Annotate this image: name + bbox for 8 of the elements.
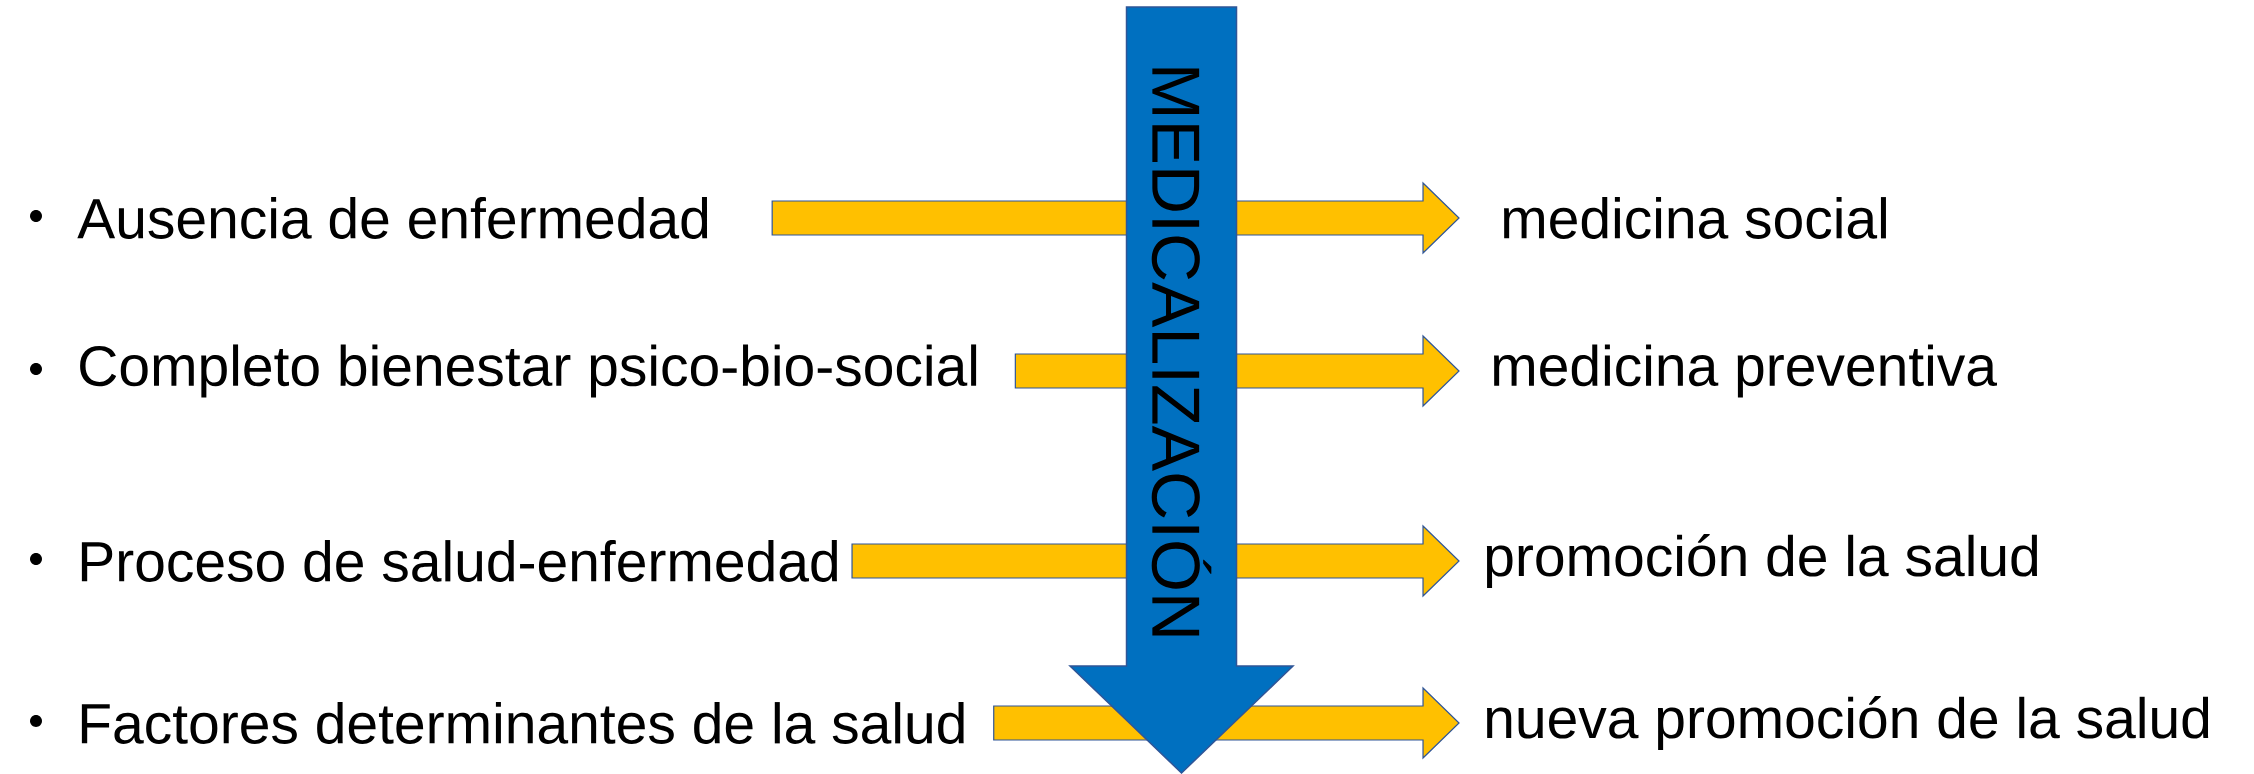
result-label: medicina preventiva [1494,344,1997,398]
list-item: Completo bienestar psico-bio-social [80,344,977,398]
result-label: medicina social [1504,197,1886,239]
result-label: promoción de la salud [1486,534,2038,588]
list-item: Proceso de salud-enfermedad [81,540,837,582]
list-item: Factores determinantes de la salud [81,702,964,744]
result-label: nueva promoción de la salud [1487,696,2209,750]
list-item: Ausencia de enfermedad [77,197,708,239]
